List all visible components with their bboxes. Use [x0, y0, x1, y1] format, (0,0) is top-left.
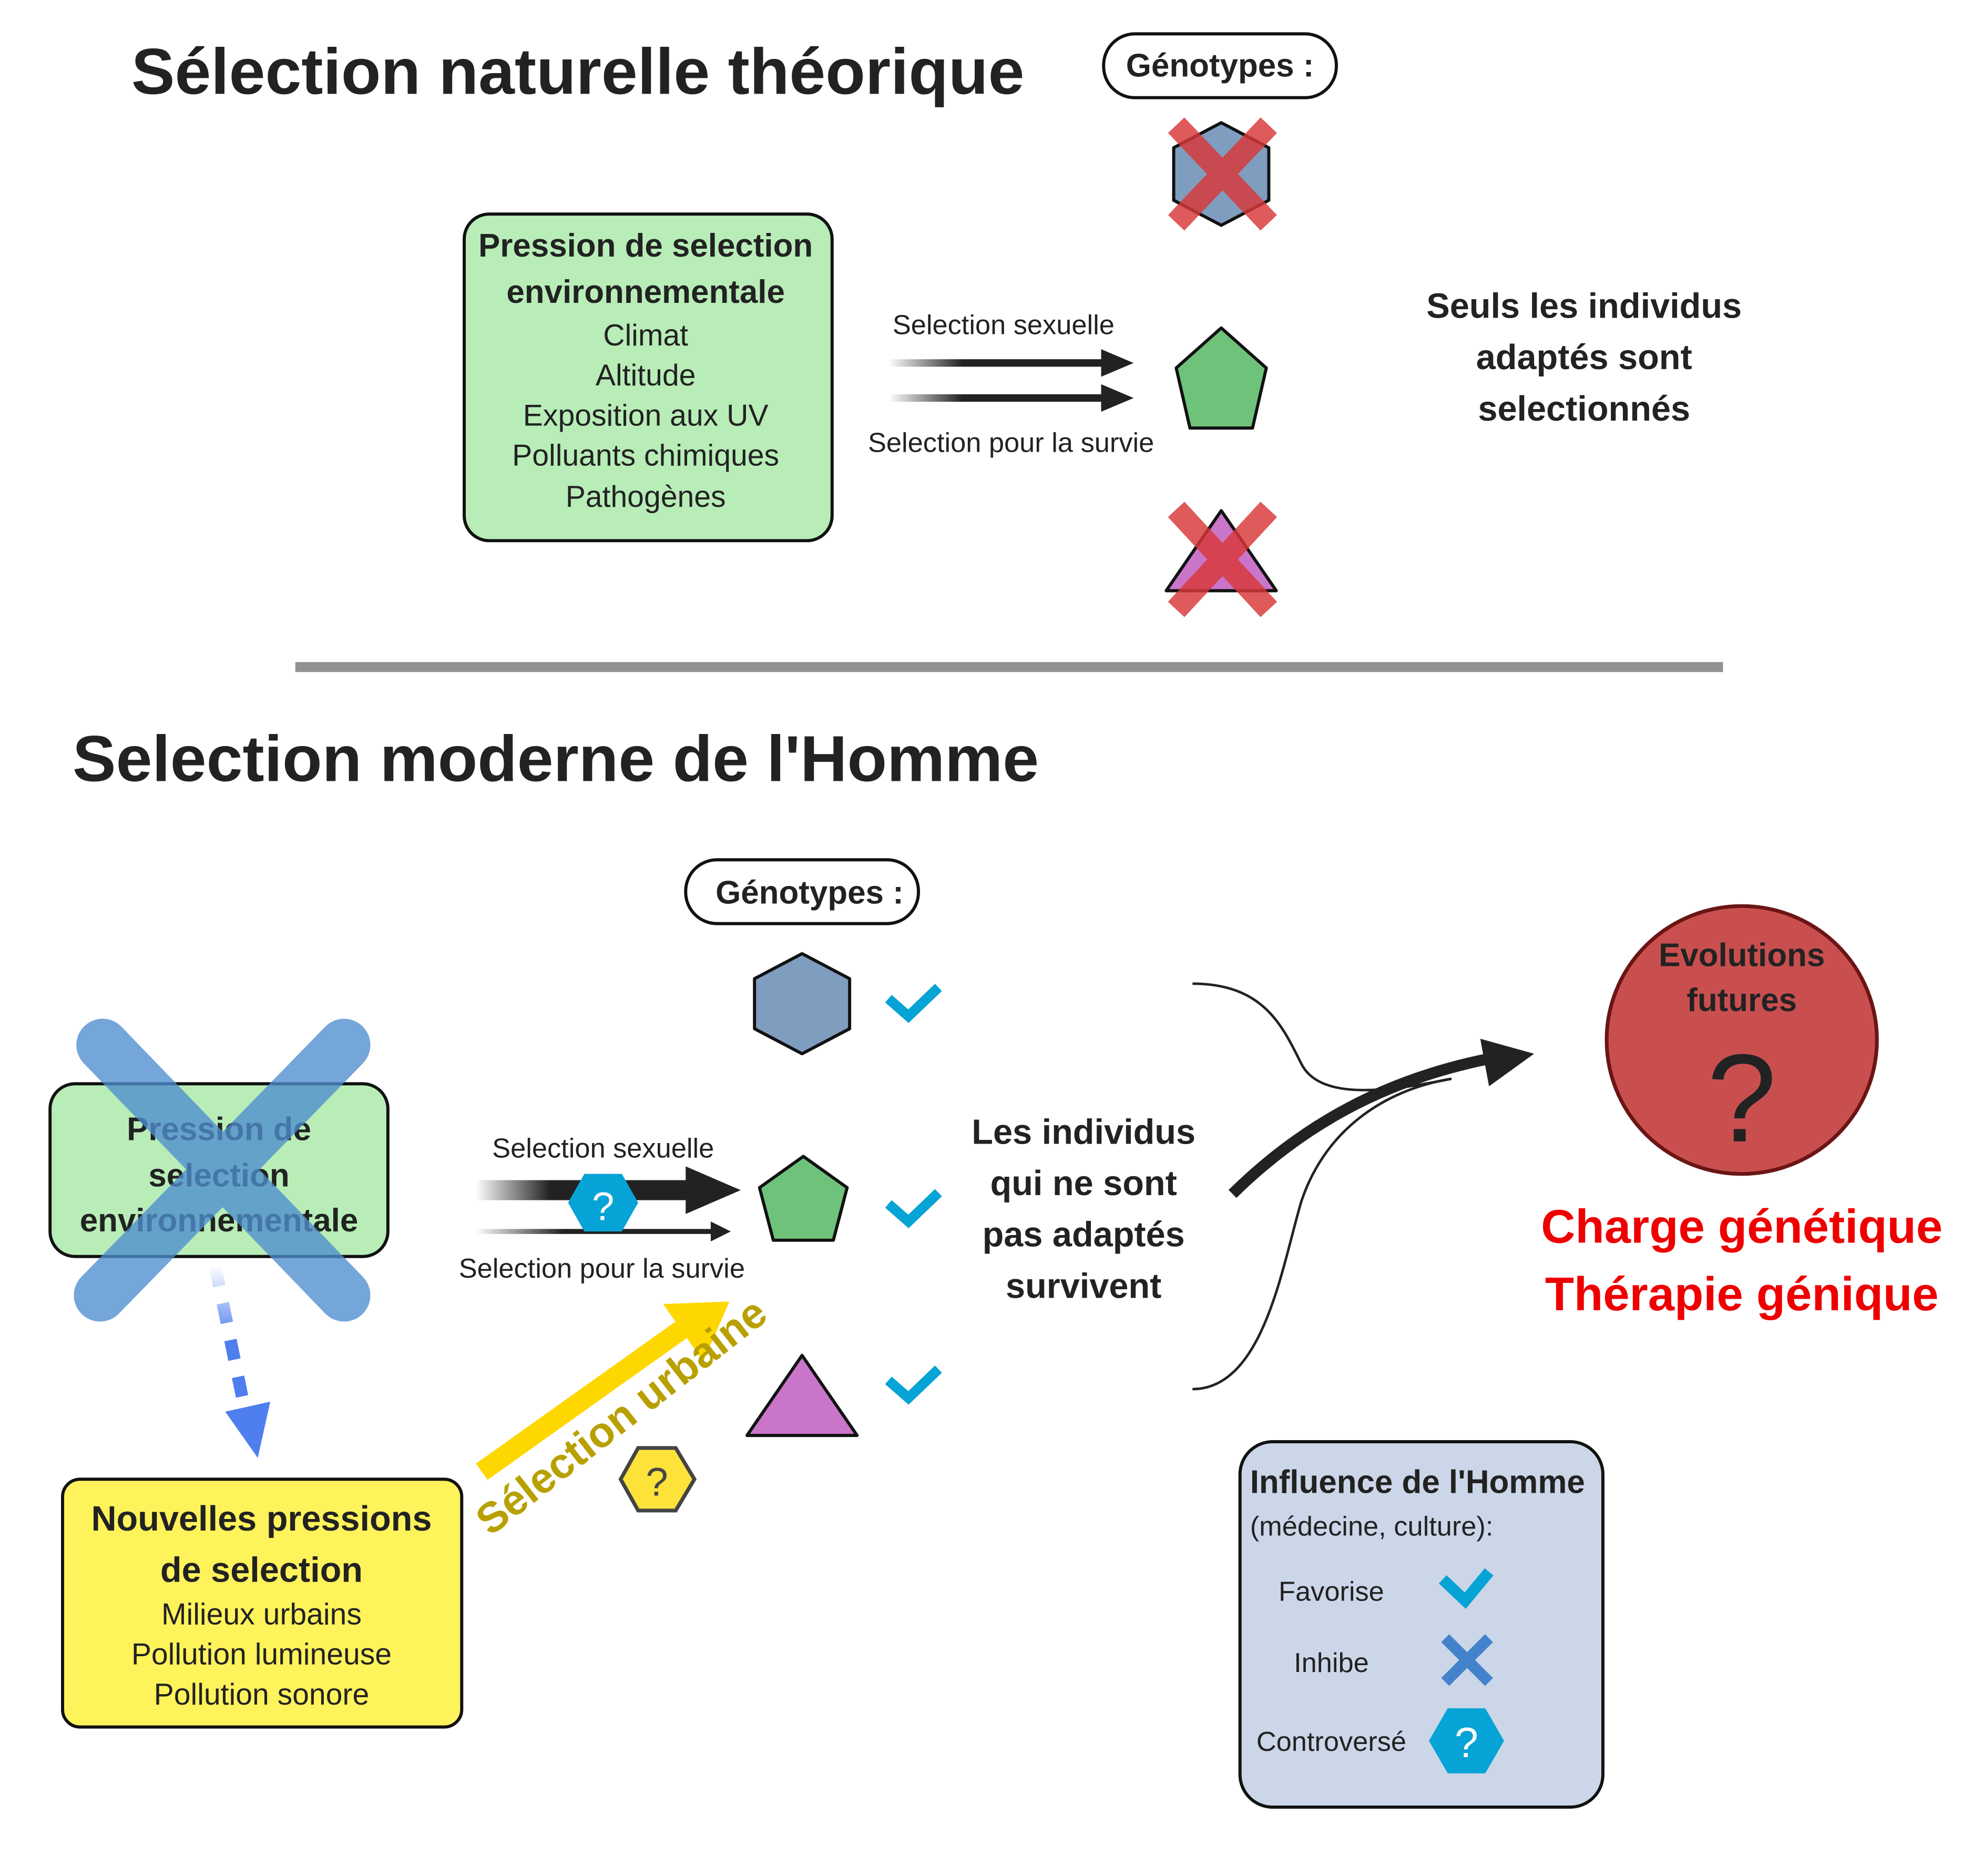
top-genotype-triangle	[1164, 502, 1278, 617]
check-icon	[1438, 1568, 1494, 1609]
legend-label-favorise: Favorise	[1279, 1576, 1384, 1607]
top-sexual-label: Selection sexuelle	[893, 310, 1115, 341]
bottom-pressure-box: Pression de selection environnementale	[48, 1018, 390, 1322]
top-genotypes-badge: Génotypes :	[1102, 32, 1338, 99]
bottom-conclusion-line: pas adaptés	[983, 1216, 1185, 1255]
legend-subtitle: (médecine, culture):	[1250, 1511, 1494, 1542]
top-genotype-pentagon	[1174, 326, 1268, 430]
converge-line-bottom	[1192, 1077, 1452, 1391]
consequence-gene-therapy: Thérapie génique	[1545, 1268, 1939, 1321]
top-pressure-item: Exposition aux UV	[523, 399, 769, 432]
bottom-genotypes-label: Génotypes :	[716, 875, 904, 911]
question-hexagon-icon: ?	[1429, 1708, 1504, 1773]
new-pressure-item: Pollution sonore	[154, 1678, 370, 1711]
consequence-genetic-load: Charge génétique	[1541, 1200, 1943, 1253]
top-pressure-item: Altitude	[596, 359, 696, 392]
top-survival-label: Selection pour la survie	[868, 427, 1154, 458]
new-pressure-title-2: de selection	[160, 1551, 363, 1590]
future-line-1: Evolutions	[1659, 937, 1825, 974]
favored-check-icon	[885, 1365, 942, 1405]
legend-label-controverse: Controversé	[1256, 1727, 1406, 1757]
bottom-title: Selection moderne de l'Homme	[73, 722, 1039, 795]
top-pressure-item: Pathogènes	[566, 480, 726, 514]
future-arrow	[1228, 1038, 1535, 1198]
favored-check-icon	[885, 1189, 942, 1228]
eliminated-cross-icon	[1168, 117, 1277, 231]
top-pressure-box: Pression de selection environnementale C…	[463, 212, 834, 543]
legend-label-inhibe: Inhibe	[1294, 1648, 1369, 1678]
legend-box: Influence de l'Homme (médecine, culture)…	[1238, 1440, 1605, 1809]
controversial-hexagon-icon: ?	[568, 1174, 638, 1232]
favored-check-icon	[885, 984, 942, 1023]
bottom-genotype-hexagon	[753, 952, 852, 1056]
new-pressure-title-1: Nouvelles pressions	[91, 1500, 432, 1538]
bottom-conclusion-line: Les individus	[972, 1113, 1195, 1152]
top-pressure-title-2: environnementale	[506, 274, 785, 310]
top-conclusion-line: selectionnés	[1478, 390, 1690, 429]
section-divider	[295, 662, 1723, 672]
question-mark: ?	[592, 1185, 614, 1229]
top-sexual-arrow	[888, 349, 1134, 377]
new-pressure-item: Pollution lumineuse	[131, 1638, 392, 1671]
future-question-mark: ?	[1707, 1029, 1776, 1168]
top-title: Sélection naturelle théorique	[131, 36, 1024, 108]
question-mark: ?	[1455, 1719, 1478, 1767]
future-line-2: futures	[1687, 982, 1797, 1018]
top-genotypes-label: Génotypes :	[1126, 47, 1314, 84]
top-pressure-item: Polluants chimiques	[512, 439, 779, 473]
bottom-genotype-pentagon	[758, 1155, 849, 1242]
cross-icon	[1441, 1634, 1493, 1686]
bottom-survival-label: Selection pour la survie	[459, 1253, 745, 1284]
inhibited-cross-icon	[74, 1018, 371, 1322]
bottom-conclusion-line: survivent	[1006, 1267, 1161, 1306]
urban-selection-label: Sélection urbaine	[467, 1289, 776, 1544]
bottom-genotypes-badge: Génotypes :	[684, 858, 920, 925]
question-mark: ?	[646, 1460, 668, 1504]
urban-selection-arrow	[476, 1301, 730, 1480]
top-conclusion-line: Seuls les individus	[1426, 287, 1742, 326]
controversial-yellow-hexagon-icon: ?	[618, 1446, 697, 1513]
future-evolutions-circle: Evolutions futures ?	[1605, 904, 1879, 1176]
new-pressure-box: Nouvelles pressions de selection Milieux…	[61, 1477, 464, 1729]
top-pressure-item: Climat	[603, 319, 688, 352]
top-genotype-hexagon	[1168, 117, 1277, 231]
bottom-conclusion-line: qui ne sont	[990, 1164, 1177, 1203]
top-conclusion-line: adaptés sont	[1476, 338, 1692, 377]
bottom-sexual-label: Selection sexuelle	[492, 1134, 714, 1164]
top-pressure-title-1: Pression de selection	[478, 228, 813, 264]
eliminated-cross-icon	[1168, 502, 1278, 617]
bottom-genotype-triangle	[745, 1353, 859, 1437]
new-pressure-item: Milieux urbains	[161, 1597, 362, 1631]
top-survival-arrow	[888, 384, 1134, 412]
shift-dashed-arrow	[209, 1265, 271, 1458]
legend-title: Influence de l'Homme	[1250, 1464, 1585, 1501]
